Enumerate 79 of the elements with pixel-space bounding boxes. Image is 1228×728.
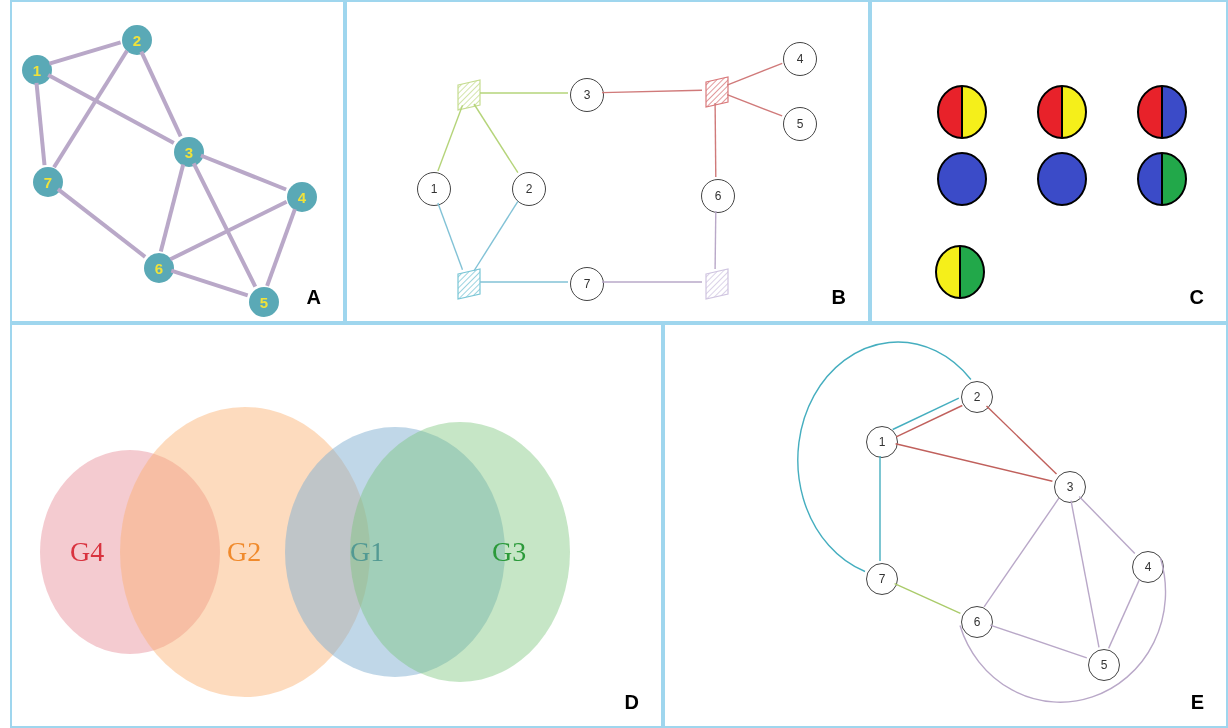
split-circle — [936, 84, 988, 140]
connector-line — [170, 268, 249, 298]
node-circle: 3 — [570, 78, 604, 112]
panel-label: A — [306, 286, 321, 309]
connector-line — [473, 200, 519, 272]
node-circle: 7 — [33, 167, 63, 197]
split-circle — [936, 151, 988, 207]
panel-frame — [345, 0, 870, 323]
connector-line — [265, 208, 297, 287]
venn-label: G2 — [227, 538, 262, 566]
connector-line — [158, 164, 186, 252]
connector-line — [48, 40, 122, 66]
node-circle: 6 — [961, 606, 993, 638]
connector-line — [726, 62, 783, 86]
venn-label: G4 — [70, 538, 105, 566]
venn-label: G1 — [350, 538, 385, 566]
connector-line — [797, 341, 972, 573]
node-circle: 7 — [570, 267, 604, 301]
node-circle: 1 — [22, 55, 52, 85]
connector-line — [139, 50, 183, 138]
connector-line — [191, 162, 258, 288]
node-circle: 2 — [512, 172, 546, 206]
node-circle: 4 — [287, 182, 317, 212]
connector-line — [714, 210, 717, 270]
venn-label: G3 — [492, 538, 527, 566]
node-circle: 3 — [174, 137, 204, 167]
node-circle: 5 — [783, 107, 817, 141]
connector-line — [169, 199, 288, 262]
node-circle: 2 — [961, 381, 993, 413]
split-circle — [1036, 84, 1088, 140]
split-circle — [1136, 151, 1188, 207]
connector-line — [895, 404, 963, 438]
connector-line — [479, 281, 569, 283]
connector-line — [56, 187, 147, 259]
connector-line — [1107, 578, 1141, 650]
connector-line — [52, 49, 129, 169]
panel-label: C — [1189, 286, 1204, 309]
panel-label: B — [831, 286, 846, 309]
connector-line — [989, 624, 1088, 659]
split-circle — [1136, 84, 1188, 140]
connector-line — [1070, 500, 1100, 648]
connector-line — [601, 281, 703, 283]
panel-label: E — [1190, 691, 1204, 714]
node-circle: 5 — [249, 287, 279, 317]
connector-line — [714, 102, 717, 178]
connector-line — [437, 104, 464, 172]
connector-line — [34, 82, 47, 166]
node-circle: 6 — [701, 179, 735, 213]
split-circle — [934, 244, 986, 300]
connector-line — [726, 94, 783, 117]
panel-frame — [10, 323, 663, 728]
connector-line — [200, 153, 287, 192]
node-circle: 2 — [122, 25, 152, 55]
panel-frame — [870, 0, 1228, 323]
connector-line — [892, 397, 960, 431]
connector-line — [879, 455, 881, 562]
connector-line — [473, 103, 519, 174]
node-circle: 5 — [1088, 649, 1120, 681]
connector-line — [894, 443, 1054, 482]
split-circle — [1036, 151, 1088, 207]
node-circle: 6 — [144, 253, 174, 283]
connector-line — [985, 405, 1058, 475]
node-circle: 4 — [783, 42, 817, 76]
connector-line — [437, 202, 464, 271]
panel-label: D — [624, 691, 639, 714]
node-circle: 1 — [866, 426, 898, 458]
connector-line — [47, 73, 175, 145]
node-circle: 4 — [1132, 551, 1164, 583]
node-circle: 1 — [417, 172, 451, 206]
panel-frame — [663, 323, 1228, 728]
panel-frame — [10, 0, 345, 323]
connector-line — [983, 497, 1060, 608]
connector-line — [1078, 495, 1136, 555]
connector-line — [601, 89, 703, 94]
node-circle: 7 — [866, 563, 898, 595]
connector-line — [479, 92, 569, 94]
connector-line — [959, 557, 1167, 703]
node-circle: 3 — [1054, 471, 1086, 503]
connector-line — [893, 582, 962, 615]
